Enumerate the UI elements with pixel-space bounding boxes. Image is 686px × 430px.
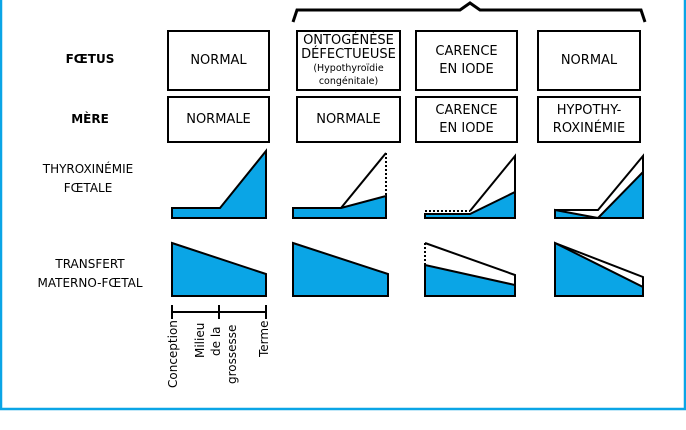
group-bracket	[291, 1, 647, 23]
row-label-foetus: FŒTUS	[65, 52, 115, 66]
timeline-label-milieu-2: de la	[209, 326, 223, 356]
foetus-box-2: ONTOGÉNÈSE DÉFECTUEUSE (Hypothyroïdie co…	[296, 30, 401, 91]
transfert-curve-2	[292, 241, 389, 297]
timeline-label-terme: Terme	[257, 320, 271, 357]
thyrox-curve-1	[171, 148, 267, 219]
timeline-label-milieu-3: grossesse	[225, 324, 239, 384]
thyrox-curve-2-fill	[292, 194, 387, 219]
thyrox-curve-4-fill	[554, 169, 644, 220]
foetus-3-text-1: CARENCE	[435, 43, 498, 59]
transfert-curve-3-expected	[424, 242, 516, 296]
row-label-thyroxinemie: THYROXINÉMIE FŒTALE	[28, 160, 148, 198]
thyrox-curve-2-expected	[340, 152, 387, 209]
foetus-2-note-2: congénitale)	[318, 75, 379, 87]
foetus-2-text-1: ONTOGÉNÈSE	[303, 32, 394, 48]
mere-box-4: HYPOTHY- ROXINÉMIE	[537, 96, 641, 143]
mere-4-text-1: HYPOTHY-	[556, 102, 622, 118]
foetus-box-3: CARENCE EN IODE	[415, 30, 518, 91]
mere-1-text: NORMALE	[186, 111, 251, 127]
foetus-2-note-1: (Hypothyroïdie	[313, 62, 384, 74]
thyrox-curve-3-expected	[469, 153, 516, 212]
mere-box-2: NORMALE	[296, 96, 401, 143]
mere-4-text-2: ROXINÉMIE	[552, 120, 626, 136]
foetus-3-text-2: EN IODE	[439, 61, 494, 77]
transfert-curve-4-expected	[554, 242, 644, 287]
timeline-label-milieu-1: Milieu	[193, 322, 207, 358]
foetus-1-text: NORMAL	[190, 52, 247, 68]
foetus-box-1: NORMAL	[167, 30, 270, 91]
foetus-4-text: NORMAL	[560, 52, 618, 68]
foetus-2-text-2: DÉFECTUEUSE	[301, 46, 396, 62]
mere-box-3: CARENCE EN IODE	[415, 96, 518, 143]
mere-3-text-2: EN IODE	[439, 120, 494, 136]
transfert-curve-1	[171, 241, 267, 297]
foetus-box-4: NORMAL	[537, 30, 641, 91]
timeline-label-conception: Conception	[166, 320, 180, 388]
mere-2-text: NORMALE	[316, 111, 381, 127]
row-label-transfert-line2: MATERNO-FŒTAL	[37, 276, 143, 290]
transfert-curve-4-fill	[554, 241, 644, 297]
row-label-transfert: TRANSFERT MATERNO-FŒTAL	[20, 255, 160, 293]
row-label-thyroxinemie-line2: FŒTALE	[63, 181, 113, 195]
row-label-transfert-line1: TRANSFERT	[55, 257, 125, 271]
mere-3-text-1: CARENCE	[435, 102, 498, 118]
thyrox-curve-3-fill	[424, 190, 516, 219]
mere-box-1: NORMALE	[167, 96, 270, 143]
row-label-thyroxinemie-line1: THYROXINÉMIE	[42, 162, 134, 176]
row-label-mere: MÈRE	[71, 112, 109, 126]
thyrox-curve-4-expected	[555, 153, 644, 211]
